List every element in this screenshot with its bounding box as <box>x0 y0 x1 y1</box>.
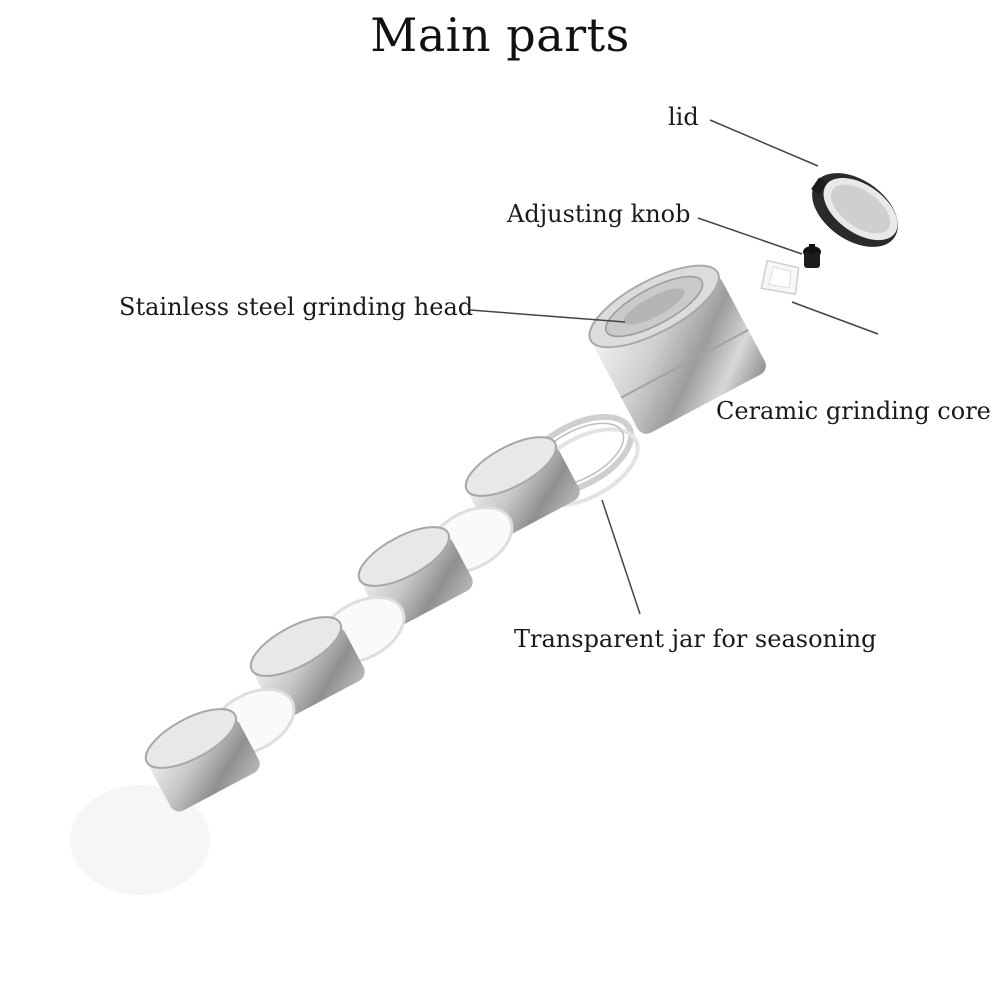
lid-part <box>811 173 898 247</box>
grinding-head-part <box>588 264 766 434</box>
bottom-glow <box>70 785 210 895</box>
label-adjusting-knob: Adjusting knob <box>507 200 691 228</box>
leader-line-knob <box>697 217 803 255</box>
label-lid: lid <box>668 103 699 131</box>
jar-stack <box>144 436 580 812</box>
leader-line-lid <box>709 119 819 167</box>
adjusting-knob-part <box>803 244 821 268</box>
page-title: Main parts <box>370 8 630 62</box>
steel-ring-4 <box>144 708 260 812</box>
ceramic-core-part <box>760 259 800 296</box>
leader-line-head <box>469 309 626 323</box>
label-grinding-head: Stainless steel grinding head <box>119 293 474 321</box>
leader-line-jar <box>601 499 641 615</box>
leader-line-core <box>791 301 879 335</box>
label-transparent-jar: Transparent jar for seasoning <box>514 625 877 653</box>
label-ceramic-core: Ceramic grinding core <box>716 397 991 425</box>
